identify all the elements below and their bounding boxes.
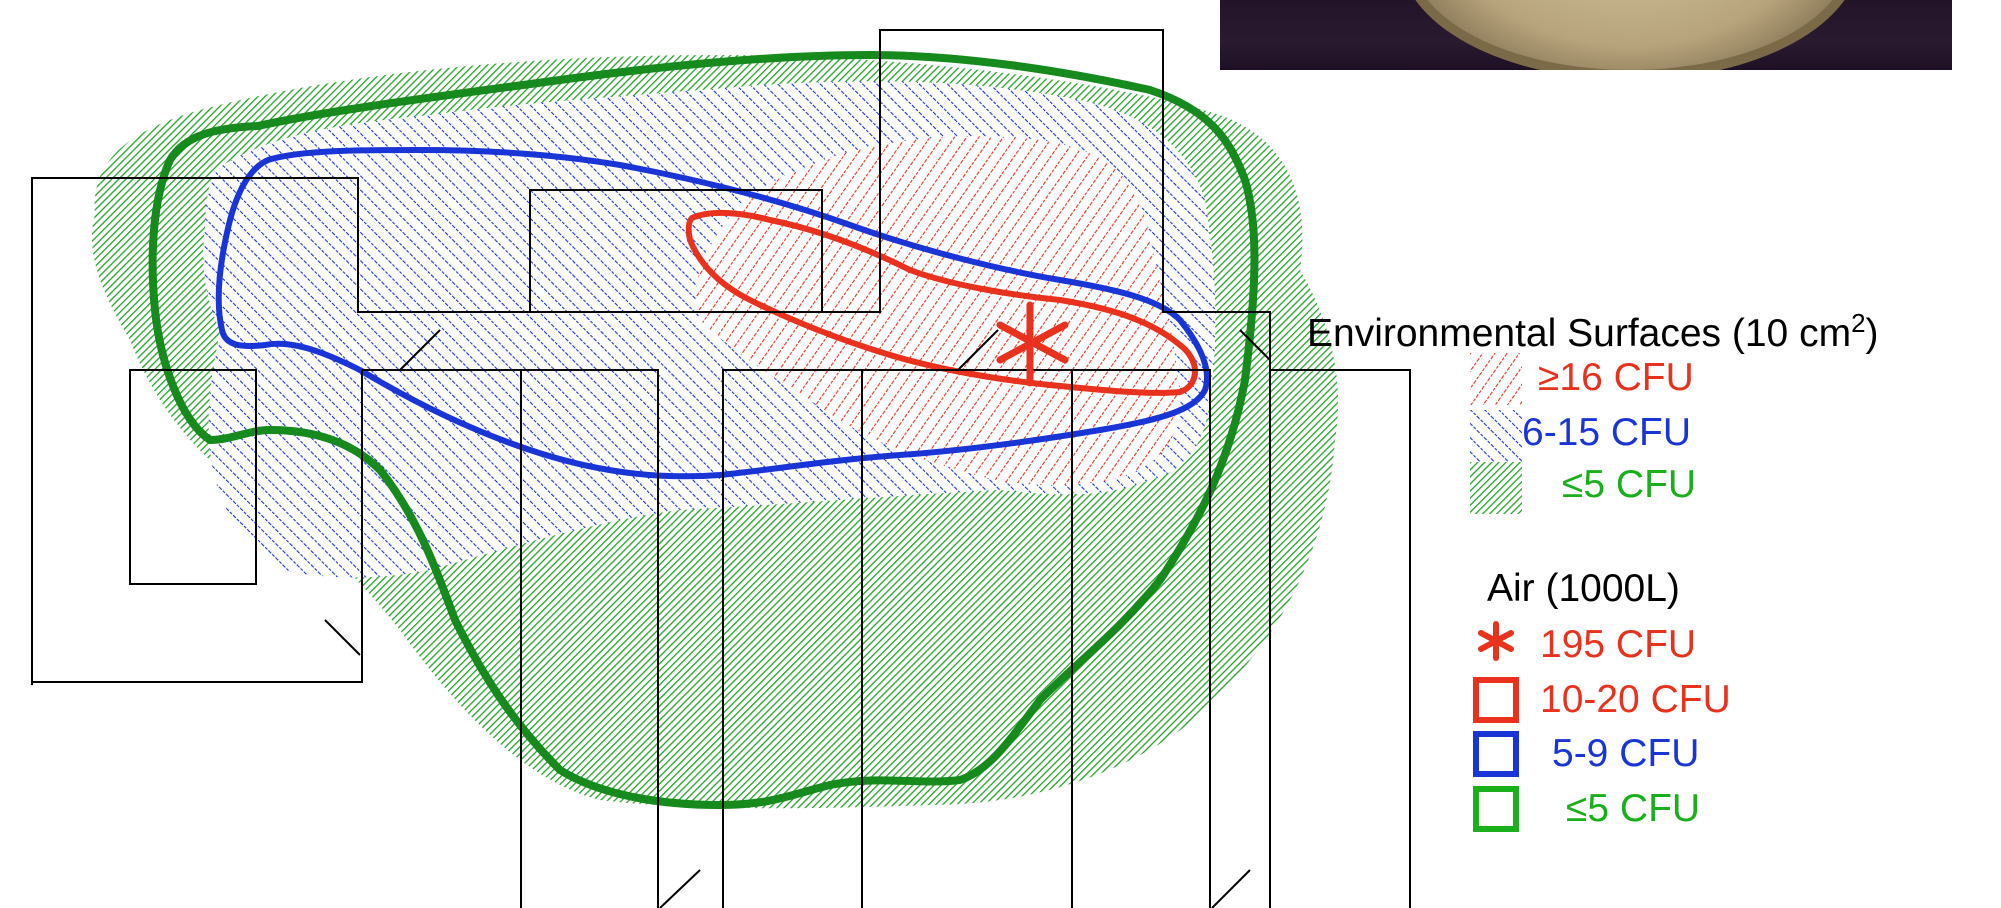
- dish-image: [1400, 0, 1860, 70]
- hatch-swatch-icon-low: [1470, 462, 1522, 514]
- air-label-5-9: 5-9 CFU: [1552, 732, 1700, 775]
- air-label-low: ≤5 CFU: [1566, 787, 1701, 830]
- square-icon-green: [1473, 786, 1519, 832]
- air-heading: Air (1000L): [1487, 567, 1680, 610]
- surface-label-medium: 6-15 CFU: [1522, 411, 1692, 454]
- zone-fill-high: [696, 136, 1180, 486]
- zone-outline-medium: [215, 147, 1210, 480]
- dish-photo: [1220, 0, 1952, 70]
- floor-plan: [31, 29, 1411, 908]
- hatch-swatch-icon-medium: [1470, 410, 1522, 462]
- air-sample-asterisk-icon: [996, 301, 1069, 387]
- surface-label-high: ≥16 CFU: [1538, 356, 1694, 399]
- hatch-swatch-icon-high: [1470, 353, 1522, 405]
- asterisk-icon: [1478, 621, 1514, 661]
- surfaces-heading: Environmental Surfaces (10 cm2): [1307, 308, 1879, 355]
- air-label-195: 195 CFU: [1540, 623, 1697, 666]
- square-icon-blue: [1473, 731, 1519, 777]
- square-icon-red: [1473, 677, 1519, 723]
- air-label-10-20: 10-20 CFU: [1540, 678, 1731, 721]
- zone-outline-low: [148, 51, 1259, 809]
- surface-label-low: ≤5 CFU: [1562, 463, 1697, 506]
